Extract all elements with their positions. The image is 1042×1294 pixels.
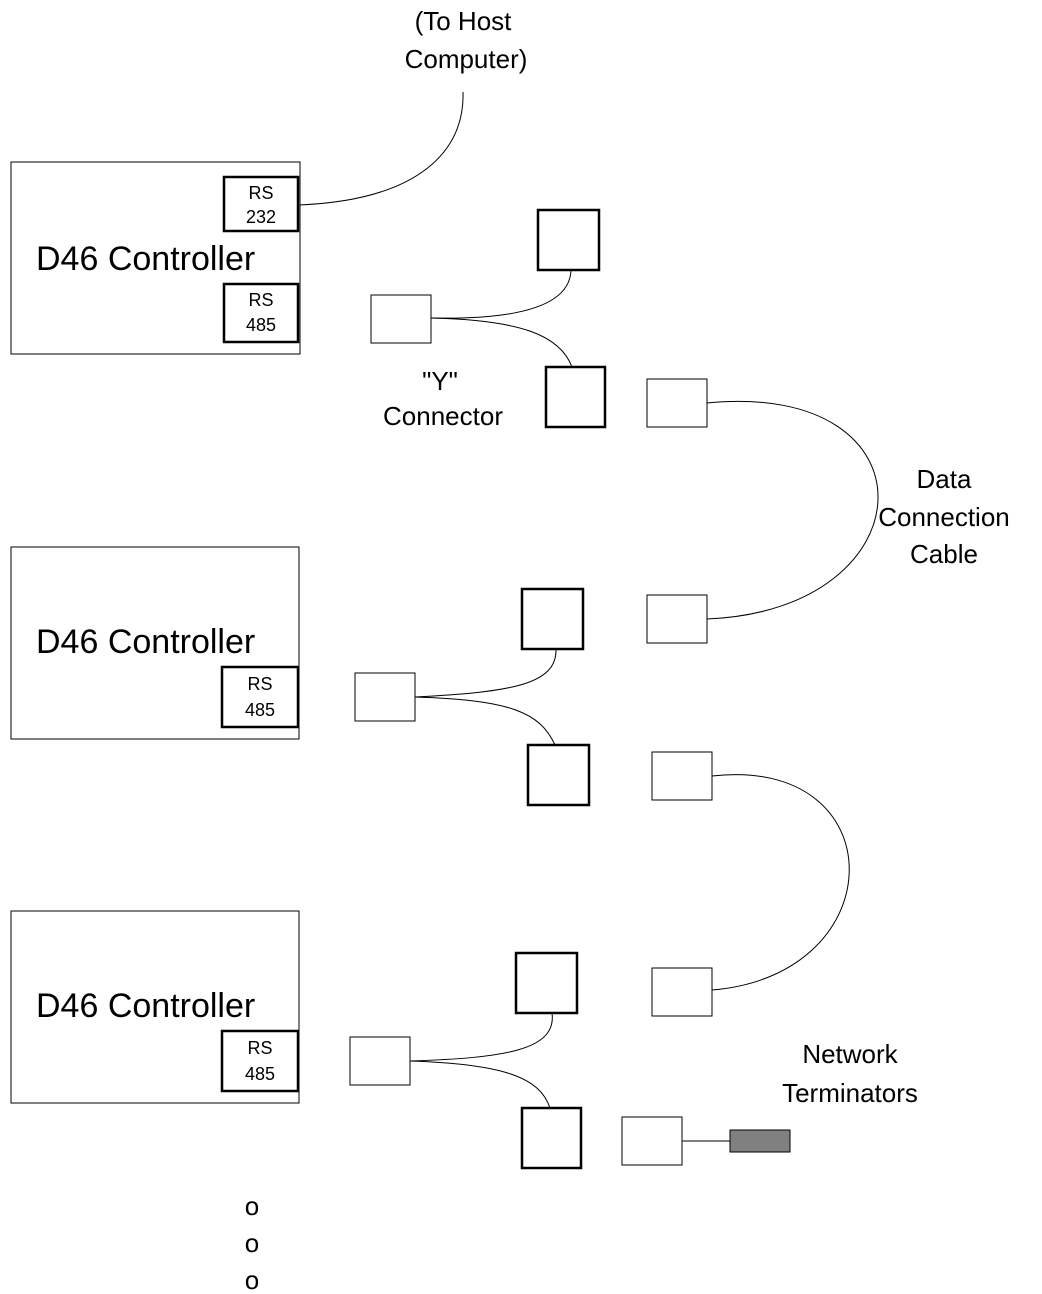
controller-label: D46 Controller bbox=[36, 623, 255, 661]
controller-1: D46 Controller RS 232 RS 485 bbox=[10, 161, 301, 355]
terminator-plug bbox=[621, 1116, 683, 1166]
rs485-port bbox=[222, 282, 300, 344]
cable-plug-bottom bbox=[651, 967, 713, 1017]
ellipsis-dot: o bbox=[245, 1191, 259, 1221]
cable-plug-top bbox=[651, 751, 713, 801]
y-connector-lower-jack bbox=[544, 365, 607, 429]
host-label-line1: (To Host bbox=[415, 6, 513, 36]
cable-line bbox=[706, 400, 879, 620]
terminator-label-line1: Network bbox=[802, 1039, 898, 1069]
y-branch-lower bbox=[409, 1060, 551, 1109]
cable-label-line1: Data bbox=[917, 464, 972, 494]
controller-3: D46 Controller RS 485 bbox=[10, 910, 300, 1104]
rs485-port bbox=[220, 665, 300, 729]
controller-label: D46 Controller bbox=[36, 987, 255, 1025]
host-cable bbox=[298, 91, 464, 206]
cable-label-line2: Connection bbox=[878, 502, 1010, 532]
port-label-line2: 232 bbox=[246, 207, 276, 227]
port-label-line2: 485 bbox=[245, 700, 275, 720]
ellipsis-dot: o bbox=[245, 1265, 259, 1294]
rs232-port bbox=[222, 175, 300, 233]
terminator-label-line2: Terminators bbox=[782, 1078, 918, 1108]
port-label-line2: 485 bbox=[245, 1064, 275, 1084]
network-terminator bbox=[621, 1116, 791, 1166]
y-branch-lower bbox=[414, 696, 556, 746]
y-branch-lower bbox=[430, 317, 573, 368]
y-connector-2 bbox=[354, 587, 591, 807]
y-connector-upper-jack bbox=[514, 951, 579, 1015]
y-connector-plug bbox=[349, 1036, 411, 1086]
host-label-line2: Computer) bbox=[405, 44, 528, 74]
y-branch-upper bbox=[409, 1012, 553, 1062]
data-cable-1 bbox=[646, 378, 879, 644]
y-connector-3 bbox=[349, 951, 583, 1170]
cable-plug-top bbox=[646, 378, 708, 428]
y-connector-label-line1: "Y" bbox=[422, 366, 458, 396]
cable-plug-bottom bbox=[646, 594, 708, 644]
port-label-line1: RS bbox=[247, 674, 272, 694]
port-label-line1: RS bbox=[248, 290, 273, 310]
y-branch-upper bbox=[430, 269, 572, 319]
terminator-resistor bbox=[729, 1129, 791, 1153]
port-label-line1: RS bbox=[247, 1038, 272, 1058]
y-branch-upper bbox=[414, 648, 557, 698]
y-connector-label-line2: Connector bbox=[383, 401, 503, 431]
rs485-port bbox=[220, 1029, 300, 1093]
cable-label-line3: Cable bbox=[910, 539, 978, 569]
y-connector-upper-jack bbox=[520, 587, 585, 651]
y-connector-upper-jack bbox=[536, 208, 601, 272]
y-connector-plug bbox=[354, 672, 416, 722]
ellipsis-dot: o bbox=[245, 1228, 259, 1258]
controller-2: D46 Controller RS 485 bbox=[10, 546, 300, 740]
cable-line bbox=[711, 774, 850, 991]
y-connector-plug bbox=[370, 294, 432, 344]
y-connector-1 bbox=[370, 208, 607, 429]
data-cable-2 bbox=[651, 751, 850, 1017]
port-label-line1: RS bbox=[248, 183, 273, 203]
port-label-line2: 485 bbox=[246, 315, 276, 335]
y-connector-lower-jack bbox=[526, 743, 591, 807]
controller-label: D46 Controller bbox=[36, 240, 255, 278]
y-connector-lower-jack bbox=[520, 1106, 583, 1170]
